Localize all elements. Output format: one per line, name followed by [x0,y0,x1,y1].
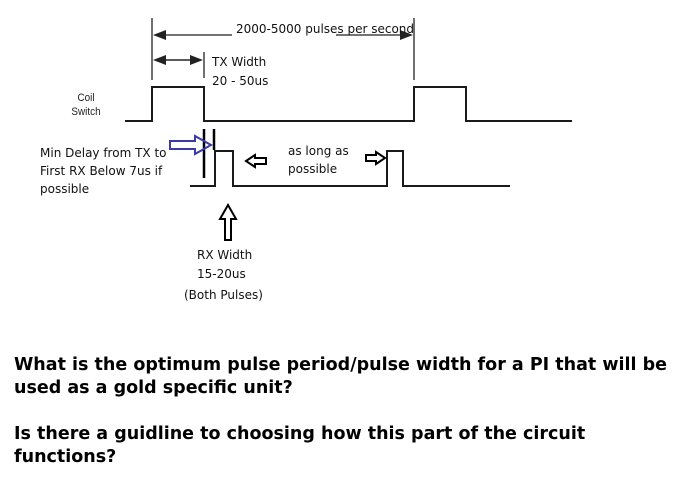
up-hollow-arrow-icon [218,202,238,241]
tx-width-right-arrowhead-icon [190,55,203,65]
period-right-arrowhead-icon [400,30,413,40]
tx-width-value: 20 - 50us [212,74,269,88]
question-1: What is the optimum pulse period/pulse w… [14,355,667,398]
question-2: Is there a guidline to choosing how this… [14,424,586,467]
period-left-arrowhead-icon [153,30,166,40]
tx-width-left-arrowhead-icon [153,55,166,65]
min-delay-label-line-3: possible [40,182,90,196]
as-long-label-line-1: as long as [288,144,349,158]
left-hollow-arrow-icon [244,153,267,169]
as-long-label-line-2: possible [288,162,338,176]
rx-waveform [190,150,510,187]
tx-width-label: TX Width [212,55,267,69]
min-delay-label-line-2: First RX Below 7us if [40,164,163,178]
right-hollow-arrow-icon [365,150,387,166]
timing-diagram [125,18,572,241]
switch-label: Switch [71,106,101,118]
period-label: 2000-5000 pulses per second [236,22,415,36]
rx-width-value: 15-20us [197,267,246,281]
rx-both-pulses-note: (Both Pulses) [184,288,263,302]
rx-width-label: RX Width [197,248,253,262]
min-delay-arrow-icon [169,134,214,156]
coil-label: Coil [77,92,95,104]
coil-switch-waveform [125,86,572,122]
min-delay-label-line-1: Min Delay from TX to [40,146,167,160]
